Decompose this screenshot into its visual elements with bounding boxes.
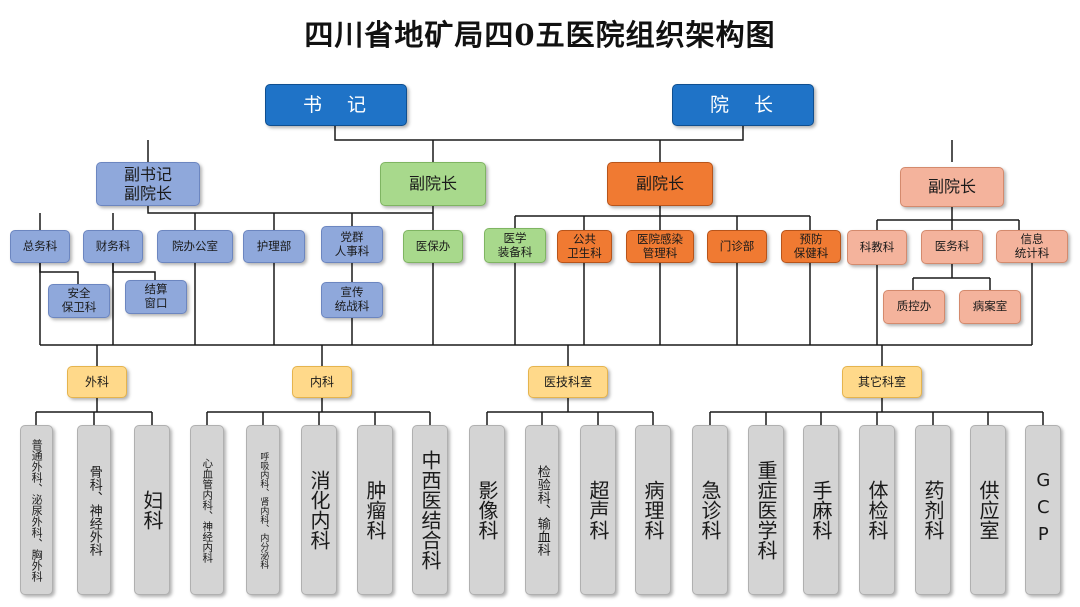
president-box: 院 长 bbox=[672, 84, 814, 126]
dept-information-stats: 信息 统计科 bbox=[996, 230, 1068, 263]
leaf-integrated-medicine: 中西医结合科 bbox=[412, 425, 448, 595]
leaf-gastroenterology: 消化内科 bbox=[301, 425, 337, 595]
leaf-respiratory-nephro-endocrine: 呼吸内科、肾内科、内分泌科 bbox=[246, 425, 280, 595]
dept-quality-control: 质控办 bbox=[883, 290, 945, 324]
leaf-gynecology: 妇科 bbox=[134, 425, 170, 595]
dept-medical-insurance: 医保办 bbox=[403, 230, 463, 263]
dept-science-education: 科教科 bbox=[847, 230, 907, 265]
dept-infection-control: 医院感染 管理科 bbox=[626, 230, 694, 263]
deputy-secretary-box: 副书记 副院长 bbox=[96, 162, 200, 206]
dept-outpatient: 门诊部 bbox=[707, 230, 767, 263]
dept-finance: 财务科 bbox=[83, 230, 143, 263]
category-surgery: 外科 bbox=[67, 366, 127, 398]
leaf-supply-room: 供应室 bbox=[970, 425, 1006, 595]
dept-publicity: 宣传 统战科 bbox=[321, 282, 383, 318]
dept-medical-records: 病案室 bbox=[959, 290, 1021, 324]
leaf-gcp: GCP bbox=[1025, 425, 1061, 595]
dept-settlement-window: 结算 窗口 bbox=[125, 280, 187, 314]
leaf-anesthesia: 手麻科 bbox=[803, 425, 839, 595]
leaf-physical-exam: 体检科 bbox=[859, 425, 895, 595]
leaf-imaging: 影像科 bbox=[469, 425, 505, 595]
leaf-ultrasound: 超声科 bbox=[580, 425, 616, 595]
leaf-critical-care: 重症医学科 bbox=[748, 425, 784, 595]
dept-public-health: 公共 卫生科 bbox=[557, 230, 612, 263]
secretary-box: 书 记 bbox=[265, 84, 407, 126]
category-medtech: 医技科室 bbox=[528, 366, 608, 398]
leaf-pharmacy: 药剂科 bbox=[915, 425, 951, 595]
chart-title: 四川省地矿局四0五医院组织架构图 bbox=[304, 18, 776, 52]
vice-president-green-box: 副院长 bbox=[380, 162, 486, 206]
leaf-pathology: 病理科 bbox=[635, 425, 671, 595]
dept-security: 安全 保卫科 bbox=[48, 284, 110, 318]
dept-preventive-care: 预防 保健科 bbox=[781, 230, 841, 263]
leaf-cardio-neuro-internal: 心血管内科、神经内科 bbox=[190, 425, 224, 595]
vice-president-orange-box: 副院长 bbox=[607, 162, 713, 206]
dept-medical-equipment: 医学 装备科 bbox=[484, 228, 546, 263]
leaf-laboratory-transfusion: 检验科、输血科 bbox=[525, 425, 559, 595]
dept-general-affairs: 总务科 bbox=[10, 230, 70, 263]
dept-president-office: 院办公室 bbox=[157, 230, 233, 263]
category-internal: 内科 bbox=[292, 366, 352, 398]
leaf-oncology: 肿瘤科 bbox=[357, 425, 393, 595]
vice-president-salmon-box: 副院长 bbox=[900, 167, 1004, 207]
leaf-orthopedics-neurosurgery: 骨科、神经外科 bbox=[77, 425, 111, 595]
leaf-general-urology-thoracic-surgery: 普通外科、泌尿外科、胸外科 bbox=[20, 425, 53, 595]
dept-nursing: 护理部 bbox=[243, 230, 305, 263]
leaf-emergency: 急诊科 bbox=[692, 425, 728, 595]
dept-medical-affairs: 医务科 bbox=[921, 230, 983, 264]
dept-party-hr: 党群 人事科 bbox=[321, 226, 383, 263]
category-other: 其它科室 bbox=[842, 366, 922, 398]
